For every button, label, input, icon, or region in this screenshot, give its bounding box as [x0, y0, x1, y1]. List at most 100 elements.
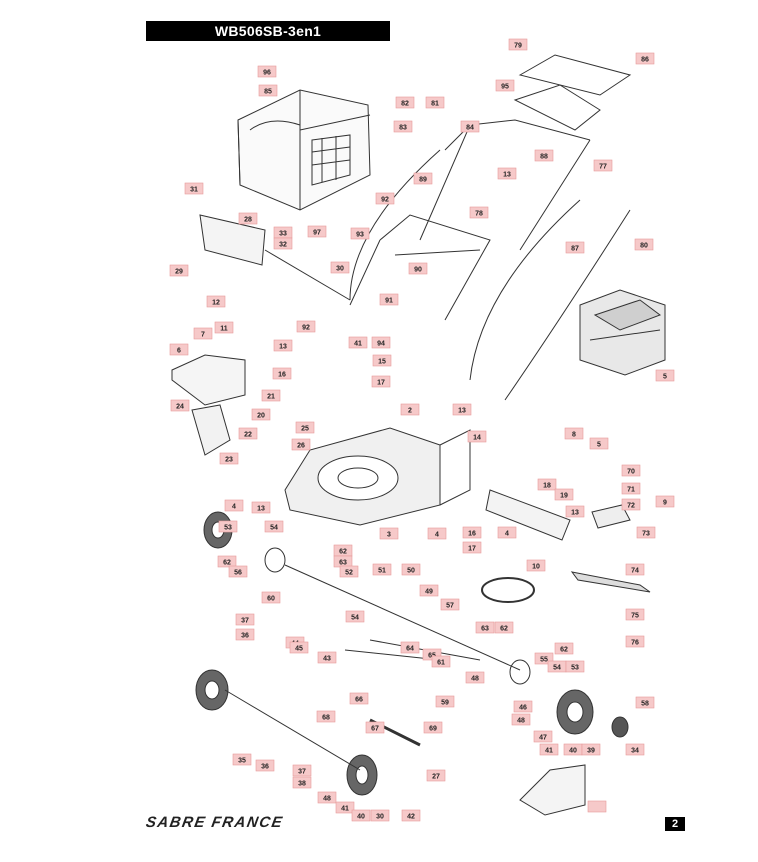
- callout-label: 74: [625, 563, 645, 576]
- svg-text:97: 97: [313, 230, 321, 237]
- svg-text:50: 50: [407, 568, 415, 575]
- callout-label: 67: [365, 721, 385, 734]
- svg-text:71: 71: [627, 487, 635, 494]
- callout-label: 46: [513, 700, 533, 713]
- callout-label: 97: [307, 225, 327, 238]
- callout-label: 62: [333, 544, 353, 557]
- callout-label: 38: [292, 776, 312, 789]
- callout-label: 7: [193, 327, 213, 340]
- svg-text:49: 49: [425, 589, 433, 596]
- gear-part: [509, 659, 531, 685]
- callout-label: 73: [636, 526, 656, 539]
- blade-part: [570, 571, 651, 593]
- svg-text:33: 33: [279, 231, 287, 238]
- callout-label: 61: [431, 655, 451, 668]
- svg-text:94: 94: [377, 341, 385, 348]
- svg-text:59: 59: [441, 700, 449, 707]
- svg-text:46: 46: [519, 705, 527, 712]
- callout-label: 70: [621, 464, 641, 477]
- svg-text:36: 36: [241, 633, 249, 640]
- svg-text:41: 41: [341, 806, 349, 813]
- callout-label: 21: [261, 389, 281, 402]
- mower-deck-part: [284, 427, 471, 526]
- svg-text:62: 62: [500, 626, 508, 633]
- svg-text:48: 48: [323, 796, 331, 803]
- svg-text:30: 30: [336, 266, 344, 273]
- svg-text:25: 25: [301, 426, 309, 433]
- svg-text:79: 79: [514, 43, 522, 50]
- callout-label: 55: [534, 652, 554, 665]
- svg-text:45: 45: [295, 646, 303, 653]
- svg-text:4: 4: [435, 532, 439, 539]
- svg-text:74: 74: [631, 568, 639, 575]
- svg-text:30: 30: [376, 814, 384, 821]
- svg-text:37: 37: [241, 618, 249, 625]
- svg-text:61: 61: [437, 660, 445, 667]
- callout-label: 47: [533, 730, 553, 743]
- svg-text:72: 72: [627, 503, 635, 510]
- svg-text:13: 13: [458, 408, 466, 415]
- callout-label: 95: [495, 79, 515, 92]
- svg-text:13: 13: [503, 172, 511, 179]
- svg-text:13: 13: [571, 510, 579, 517]
- svg-text:62: 62: [223, 560, 231, 567]
- svg-text:96: 96: [263, 70, 271, 77]
- svg-text:24: 24: [176, 404, 184, 411]
- callout-label: 2: [400, 403, 420, 416]
- svg-text:63: 63: [339, 560, 347, 567]
- callout-label: 9: [655, 495, 675, 508]
- engine-part: [579, 289, 666, 376]
- svg-text:80: 80: [640, 243, 648, 250]
- svg-text:67: 67: [371, 726, 379, 733]
- callout-label: 18: [537, 478, 557, 491]
- svg-text:5: 5: [597, 442, 601, 449]
- callout-label: 59: [435, 695, 455, 708]
- mulch-plug-part: [171, 354, 246, 406]
- drive-belt-part: [481, 577, 535, 603]
- svg-text:58: 58: [641, 701, 649, 708]
- callout-label: 13: [497, 167, 517, 180]
- page-number: 2: [665, 817, 685, 831]
- callout-label: 51: [372, 563, 392, 576]
- callout-label: 8: [564, 427, 584, 440]
- wheel-part: [556, 689, 594, 735]
- callout-label: 81: [425, 96, 445, 109]
- callout-label: 96: [257, 65, 277, 78]
- svg-text:89: 89: [419, 177, 427, 184]
- svg-text:48: 48: [517, 718, 525, 725]
- callout-label: 41: [348, 336, 368, 349]
- svg-text:13: 13: [257, 506, 265, 513]
- callout-label: 13: [565, 505, 585, 518]
- cable-part: [349, 149, 441, 301]
- callout-label: 5: [655, 369, 675, 382]
- callout-label: 40: [563, 743, 583, 756]
- rear-flap-part: [199, 214, 351, 301]
- svg-text:42: 42: [407, 814, 415, 821]
- grass-bag-part: [237, 89, 371, 211]
- svg-text:6: 6: [177, 348, 181, 355]
- svg-text:55: 55: [540, 657, 548, 664]
- svg-text:48: 48: [471, 676, 479, 683]
- handle-assembly-part: [349, 54, 632, 321]
- svg-text:21: 21: [267, 394, 275, 401]
- callout-label: 89: [413, 172, 433, 185]
- svg-text:54: 54: [351, 615, 359, 622]
- svg-text:90: 90: [414, 267, 422, 274]
- callout-label: 39: [581, 743, 601, 756]
- callout-label: 23: [219, 452, 239, 465]
- svg-text:75: 75: [631, 613, 639, 620]
- callout-label: 16: [272, 367, 292, 380]
- callout-label: 69: [423, 721, 443, 734]
- svg-text:88: 88: [540, 154, 548, 161]
- callout-label: 35: [232, 753, 252, 766]
- svg-text:12: 12: [212, 300, 220, 307]
- callout-label: 83: [393, 120, 413, 133]
- svg-text:23: 23: [225, 457, 233, 464]
- svg-text:86: 86: [641, 57, 649, 64]
- callout-label: 84: [460, 120, 480, 133]
- callout-label: 86: [635, 52, 655, 65]
- svg-text:52: 52: [345, 570, 353, 577]
- callout-label: 22: [238, 427, 258, 440]
- svg-text:34: 34: [631, 748, 639, 755]
- callout-label: 31: [184, 182, 204, 195]
